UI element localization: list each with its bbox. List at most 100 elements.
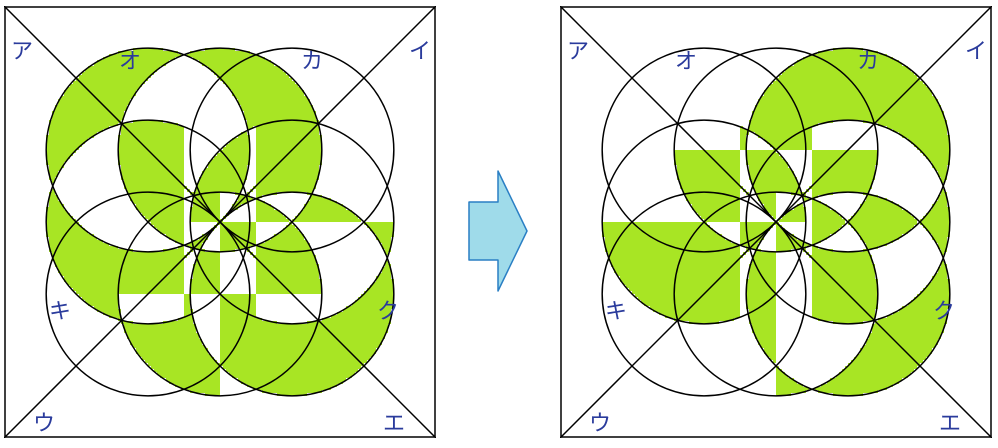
shaded-cell	[812, 246, 818, 249]
shaded-cell	[76, 291, 184, 294]
shaded-cell	[220, 348, 376, 351]
shaded-cell	[241, 132, 247, 135]
shaded-cell	[860, 204, 899, 207]
shaded-cell	[764, 90, 932, 93]
diagonal	[4, 6, 436, 438]
shaded-cell	[761, 96, 935, 99]
shaded-cell	[220, 315, 256, 318]
shaded-cell	[812, 294, 878, 297]
shaded-cell	[686, 198, 740, 201]
label-a: ア	[11, 40, 33, 65]
shaded-cell	[755, 336, 776, 339]
shaded-cell	[130, 342, 202, 345]
shaded-cell	[184, 306, 190, 309]
shaded-cell	[740, 228, 770, 231]
shaded-cell	[49, 168, 61, 171]
shaded-cell	[812, 261, 872, 264]
shaded-cell	[199, 252, 220, 255]
shaded-cell	[154, 225, 184, 228]
shaded-cell	[244, 114, 316, 117]
shaded-cell	[674, 159, 740, 162]
shaded-cell	[644, 303, 740, 306]
shaded-cell	[758, 342, 776, 345]
shaded-cell	[220, 324, 388, 327]
shaded-cell	[256, 279, 322, 282]
shaded-cell	[256, 153, 322, 156]
shaded-cell	[223, 81, 295, 84]
shaded-cell	[857, 354, 929, 357]
shaded-cell	[256, 204, 271, 207]
shaded-cell	[238, 198, 253, 201]
shaded-cell	[941, 261, 944, 264]
shaded-cell	[770, 144, 812, 147]
shaded-cell	[361, 294, 394, 297]
circle	[601, 119, 807, 325]
shaded-cell	[893, 129, 947, 132]
shaded-cell	[755, 252, 776, 255]
shaded-cell	[46, 228, 85, 231]
shaded-cell	[220, 78, 292, 81]
shaded-cell	[220, 336, 385, 339]
shaded-cell	[82, 297, 118, 300]
shaded-cell	[52, 258, 184, 261]
shaded-cell	[917, 294, 950, 297]
circle	[189, 119, 395, 325]
shaded-cell	[217, 153, 250, 156]
shaded-cell	[758, 135, 812, 138]
shaded-cell	[749, 321, 776, 324]
shaded-cell	[764, 348, 776, 351]
shaded-cell	[851, 216, 914, 219]
shaded-cell	[46, 159, 67, 162]
label-o: オ	[119, 50, 141, 75]
shaded-cell	[46, 138, 88, 141]
shaded-cell	[632, 291, 740, 294]
label-ku: ク	[377, 300, 399, 325]
shaded-cell	[932, 234, 950, 237]
shaded-cell	[193, 195, 220, 198]
shaded-cell	[752, 114, 944, 117]
shaded-cell	[818, 390, 878, 393]
shaded-cell	[779, 75, 917, 78]
shaded-cell	[298, 213, 355, 216]
shaded-cell	[46, 234, 94, 237]
shaded-cell	[782, 72, 914, 75]
shaded-cell	[812, 216, 842, 219]
shaded-cell	[941, 252, 944, 255]
shaded-cell	[746, 279, 776, 282]
shaded-cell	[196, 261, 220, 264]
shaded-cell	[815, 387, 887, 390]
shaded-cell	[812, 180, 872, 183]
shaded-cell	[770, 213, 776, 216]
shaded-cell	[238, 378, 346, 381]
shaded-cell	[776, 234, 794, 237]
label-i: イ	[965, 40, 987, 65]
shaded-cell	[602, 222, 707, 225]
shaded-cell	[746, 285, 776, 288]
shaded-cell	[193, 198, 220, 201]
shaded-cell	[148, 363, 364, 366]
shaded-cell	[256, 210, 280, 213]
shaded-cell	[118, 153, 184, 156]
shaded-cell	[758, 339, 776, 342]
shaded-cell	[97, 60, 169, 63]
shaded-cell	[310, 195, 322, 198]
shaded-cell	[797, 60, 899, 63]
label-ku: ク	[933, 300, 955, 325]
shaded-cell	[812, 156, 878, 159]
shaded-cell	[190, 216, 220, 219]
shaded-cell	[229, 141, 250, 144]
shaded-cell	[821, 384, 893, 387]
shaded-cell	[49, 195, 58, 198]
shaded-cell	[220, 339, 382, 342]
shaded-cell	[184, 315, 193, 318]
shaded-cell	[58, 102, 130, 105]
shaded-cell	[379, 240, 391, 243]
shaded-cell	[109, 315, 121, 318]
shaded-cell	[812, 300, 878, 303]
shaded-cell	[752, 327, 776, 330]
shaded-cell	[812, 237, 827, 240]
shaded-cell	[749, 165, 788, 168]
shaded-cell	[253, 255, 316, 258]
shaded-cell	[55, 264, 184, 267]
shaded-cell	[220, 321, 277, 324]
